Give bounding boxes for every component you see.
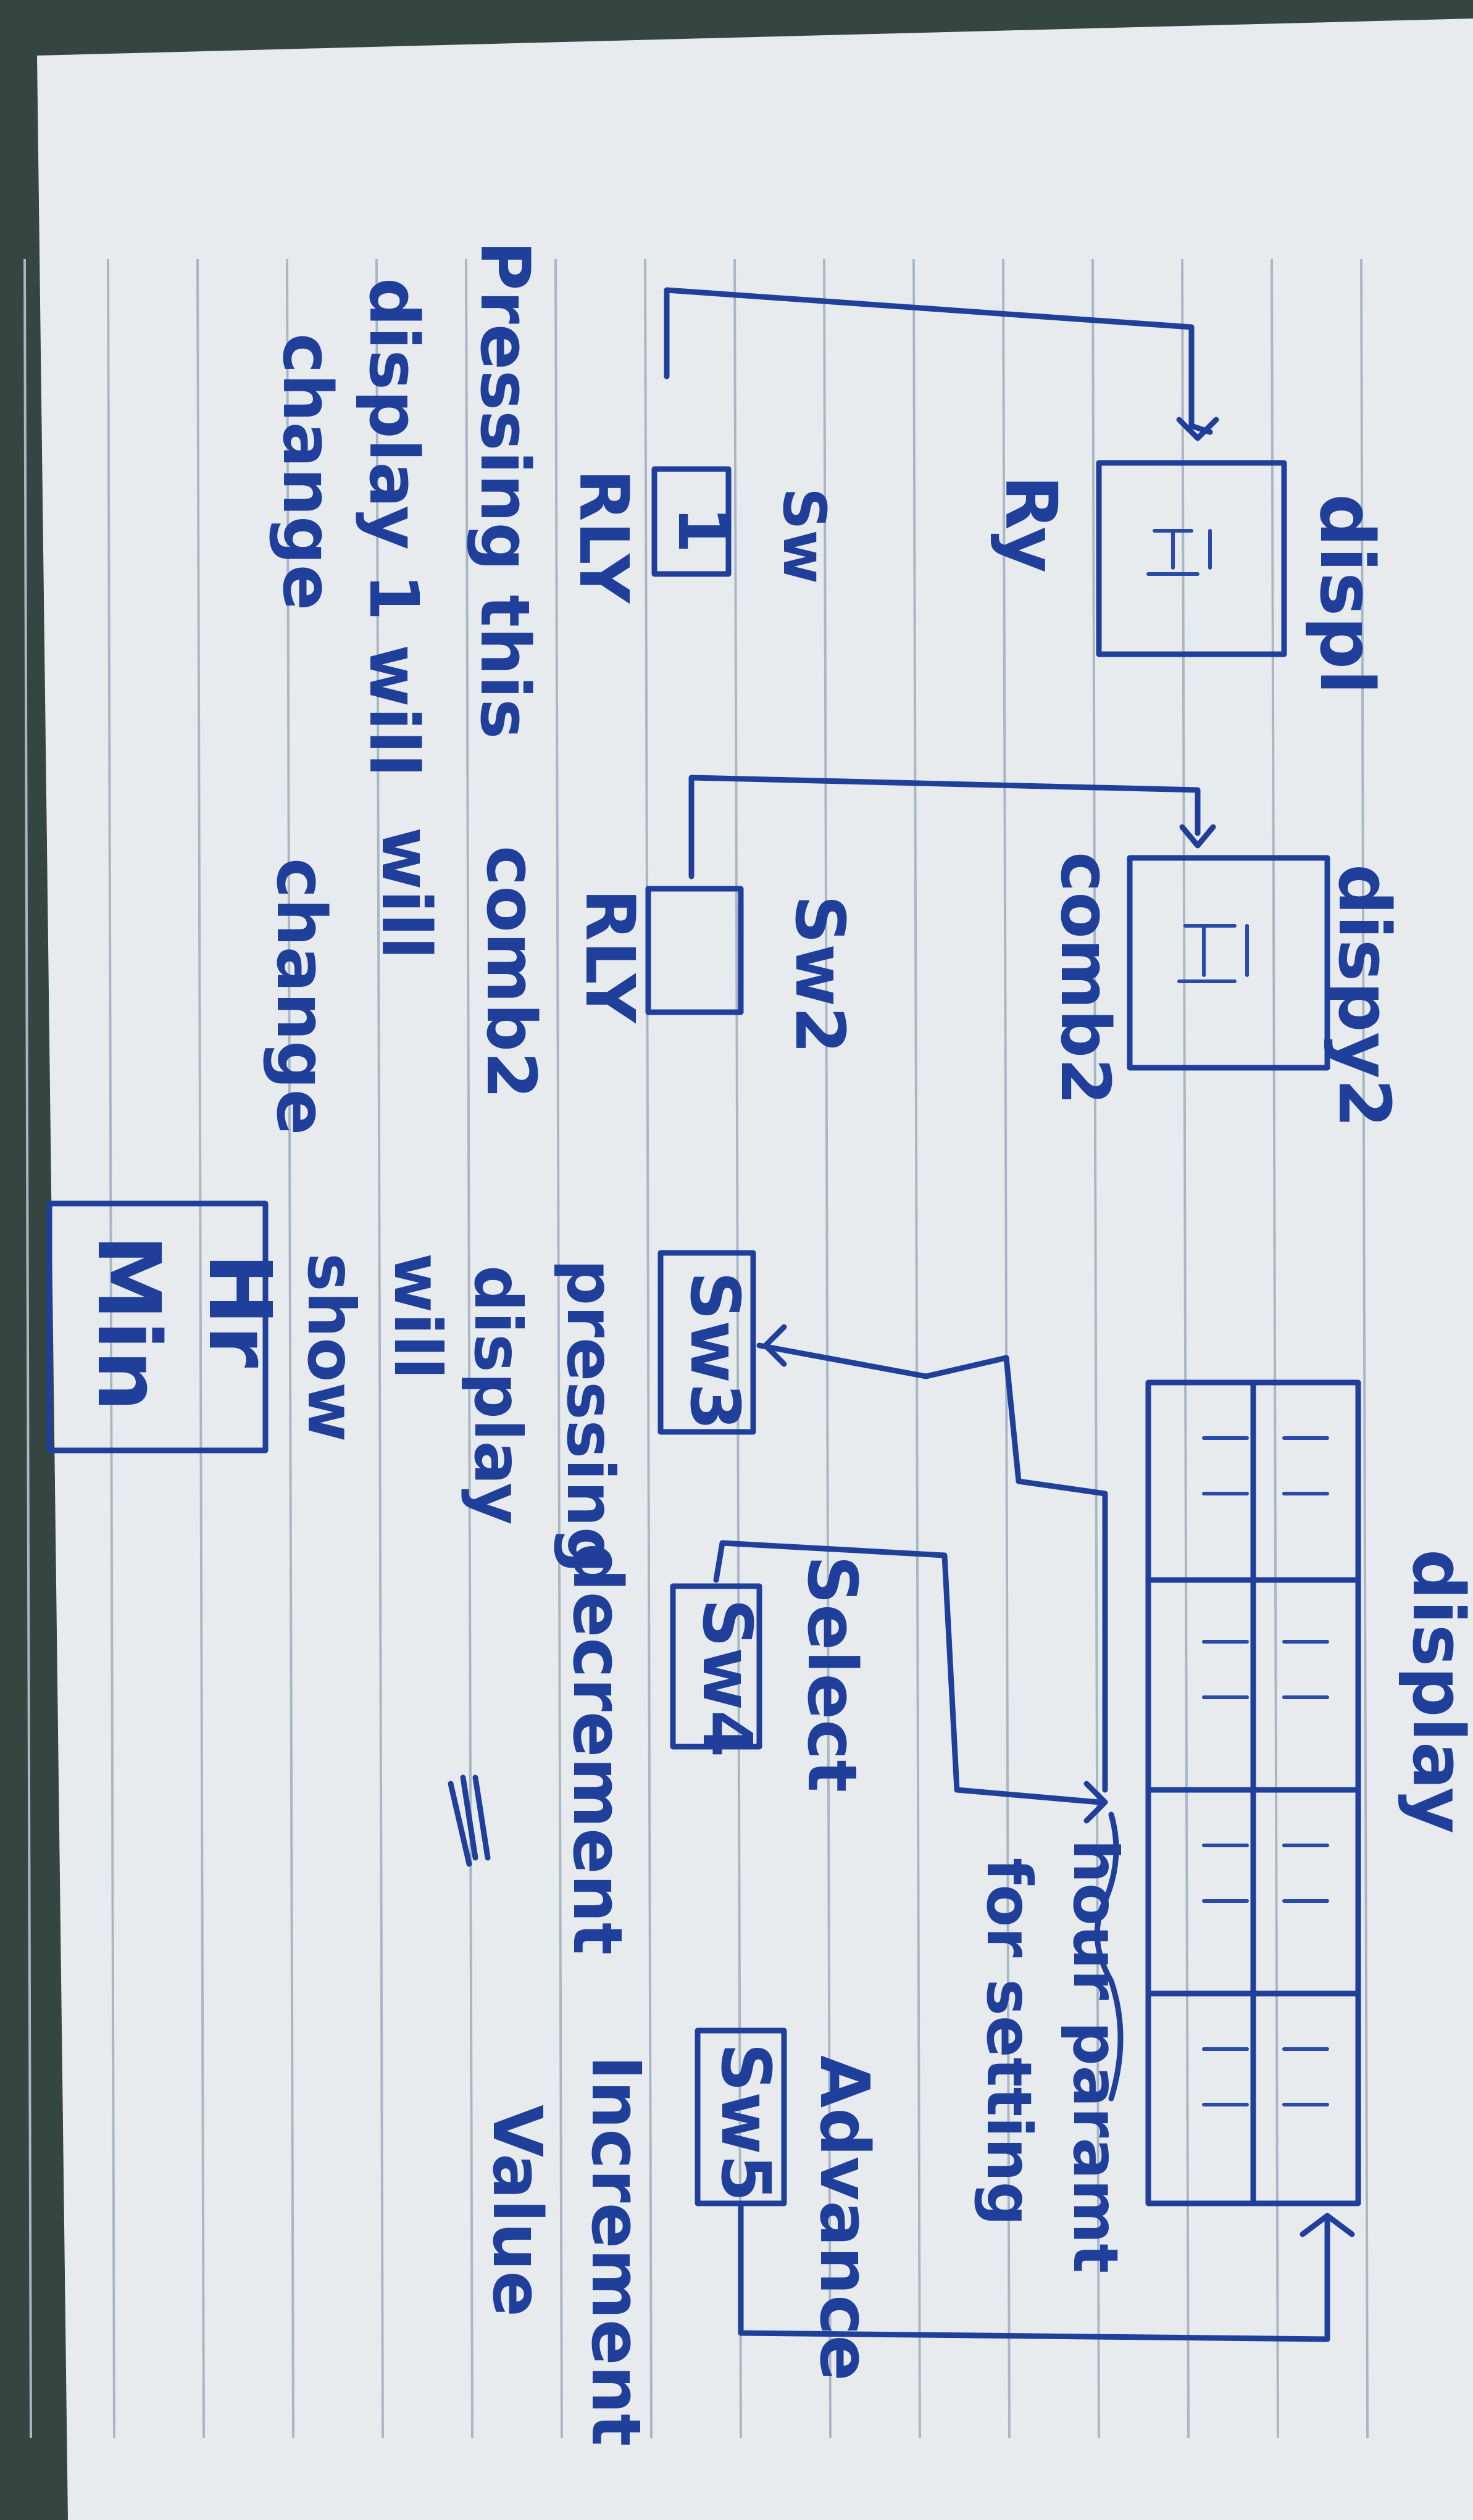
increment-label-group: Increment [577,2055,656,2446]
connector-sw1-display1 [664,287,1219,441]
decrement-label-group: decrement [558,1543,637,1955]
sw5-label: Sw5 [706,2043,785,2202]
note-mid-3-group: change [262,858,341,1135]
show-label-group: show [293,1253,369,1442]
note-left-2-group: display 1 will [354,278,433,777]
rly1-label-group: RLY [564,469,643,604]
note-left-1-group: Pressing this [465,241,545,739]
rly2-label-group: RLY [570,889,649,1024]
connector-sw5-display3 [738,2200,1355,2342]
sw3-label-group: Sw3 [675,1271,754,1430]
advance-label: Advance [805,2055,884,2381]
hour-param-line-1: hour paramt [1059,1839,1132,2273]
note-left-line-2: display 1 will [354,278,433,777]
note-left-3-group: change [268,333,347,610]
show-label: show [293,1253,369,1442]
note-mid-1-group: comb2 [472,846,551,1099]
pressing-label: pressing [553,1259,628,1573]
connector-sw4-display3 [713,1540,1108,1824]
sw1-label: Sw [770,488,838,584]
sw3-label: Sw3 [675,1271,754,1430]
note-mid-line-2: will [367,827,446,960]
hour-param-line-2: for setting [973,1858,1045,2226]
value-label: Value [478,2105,557,2317]
display1-label: displ [1303,494,1389,695]
hour-param-2-group: for setting [973,1858,1045,2226]
note-mid-2-group: will [367,827,446,960]
sw2-label-group: Sw2 [780,895,859,1054]
comb2-top-label: comb2 [1046,852,1125,1105]
display2-label-group: dispy2 [1322,864,1405,1128]
ry-label: Ry [989,475,1072,573]
comb2-top-group: comb2 [1046,852,1125,1105]
rly1-label: RLY [564,469,643,604]
min-label: Min [78,1234,178,1412]
connector-sw3-display3 [756,1324,1108,1793]
sw2-label: Sw2 [780,895,859,1054]
display1-box [1096,460,1287,657]
sw1-label-group: Sw [770,488,838,584]
value-label-group: Value [478,2105,557,2317]
hr-label: Hr [189,1253,290,1368]
display3-box [1145,1379,1361,2206]
ruled-lines [23,259,1369,2439]
display3-label-group: display [1396,1549,1473,1834]
display-lower-label: display [460,1265,535,1525]
display2-box [1127,855,1330,1071]
connector-sw2-display2 [688,775,1216,880]
sw4-box [670,1583,762,1750]
sw5-label-group: Sw5 [706,2043,785,2202]
sw1-box [651,466,732,577]
hours-brace [1094,1811,1124,2102]
min-label-group: Min [78,1234,178,1412]
select-label-group: Select [793,1555,872,1792]
strikeout-mark [448,1774,491,1867]
advance-label-group: Advance [805,2055,884,2381]
hour-param-1-group: hour paramt [1059,1839,1132,2273]
sw4-label-group: Sw4 [688,1599,767,1757]
display2-label: dispy2 [1322,864,1405,1128]
hr-label-group: Hr [189,1253,290,1368]
sw1-key: 1 [663,506,742,554]
will-right-label: will [380,1253,455,1379]
will-right-group: will [380,1253,455,1379]
hr-min-box [46,1200,269,1453]
note-mid-line-3: change [262,858,341,1135]
display-lower-group: display [460,1265,535,1525]
sw1-key-group: 1 [663,506,742,554]
select-label: Select [793,1555,872,1792]
rly2-label: RLY [570,889,649,1024]
display1-label-group: displ [1303,494,1389,695]
decrement-label: decrement [558,1543,637,1955]
note-mid-line-1: comb2 [472,846,551,1099]
note-left-line-1: Pressing this [465,241,545,739]
increment-label: Increment [577,2055,656,2446]
note-left-line-3: change [268,333,347,610]
sw2-box [645,886,744,1015]
pressing-label-group: pressing [553,1259,628,1573]
ry-label-group: Ry [989,475,1072,573]
sw4-label: Sw4 [688,1599,767,1757]
sw3-box [657,1250,756,1435]
display3-label: display [1396,1549,1473,1834]
